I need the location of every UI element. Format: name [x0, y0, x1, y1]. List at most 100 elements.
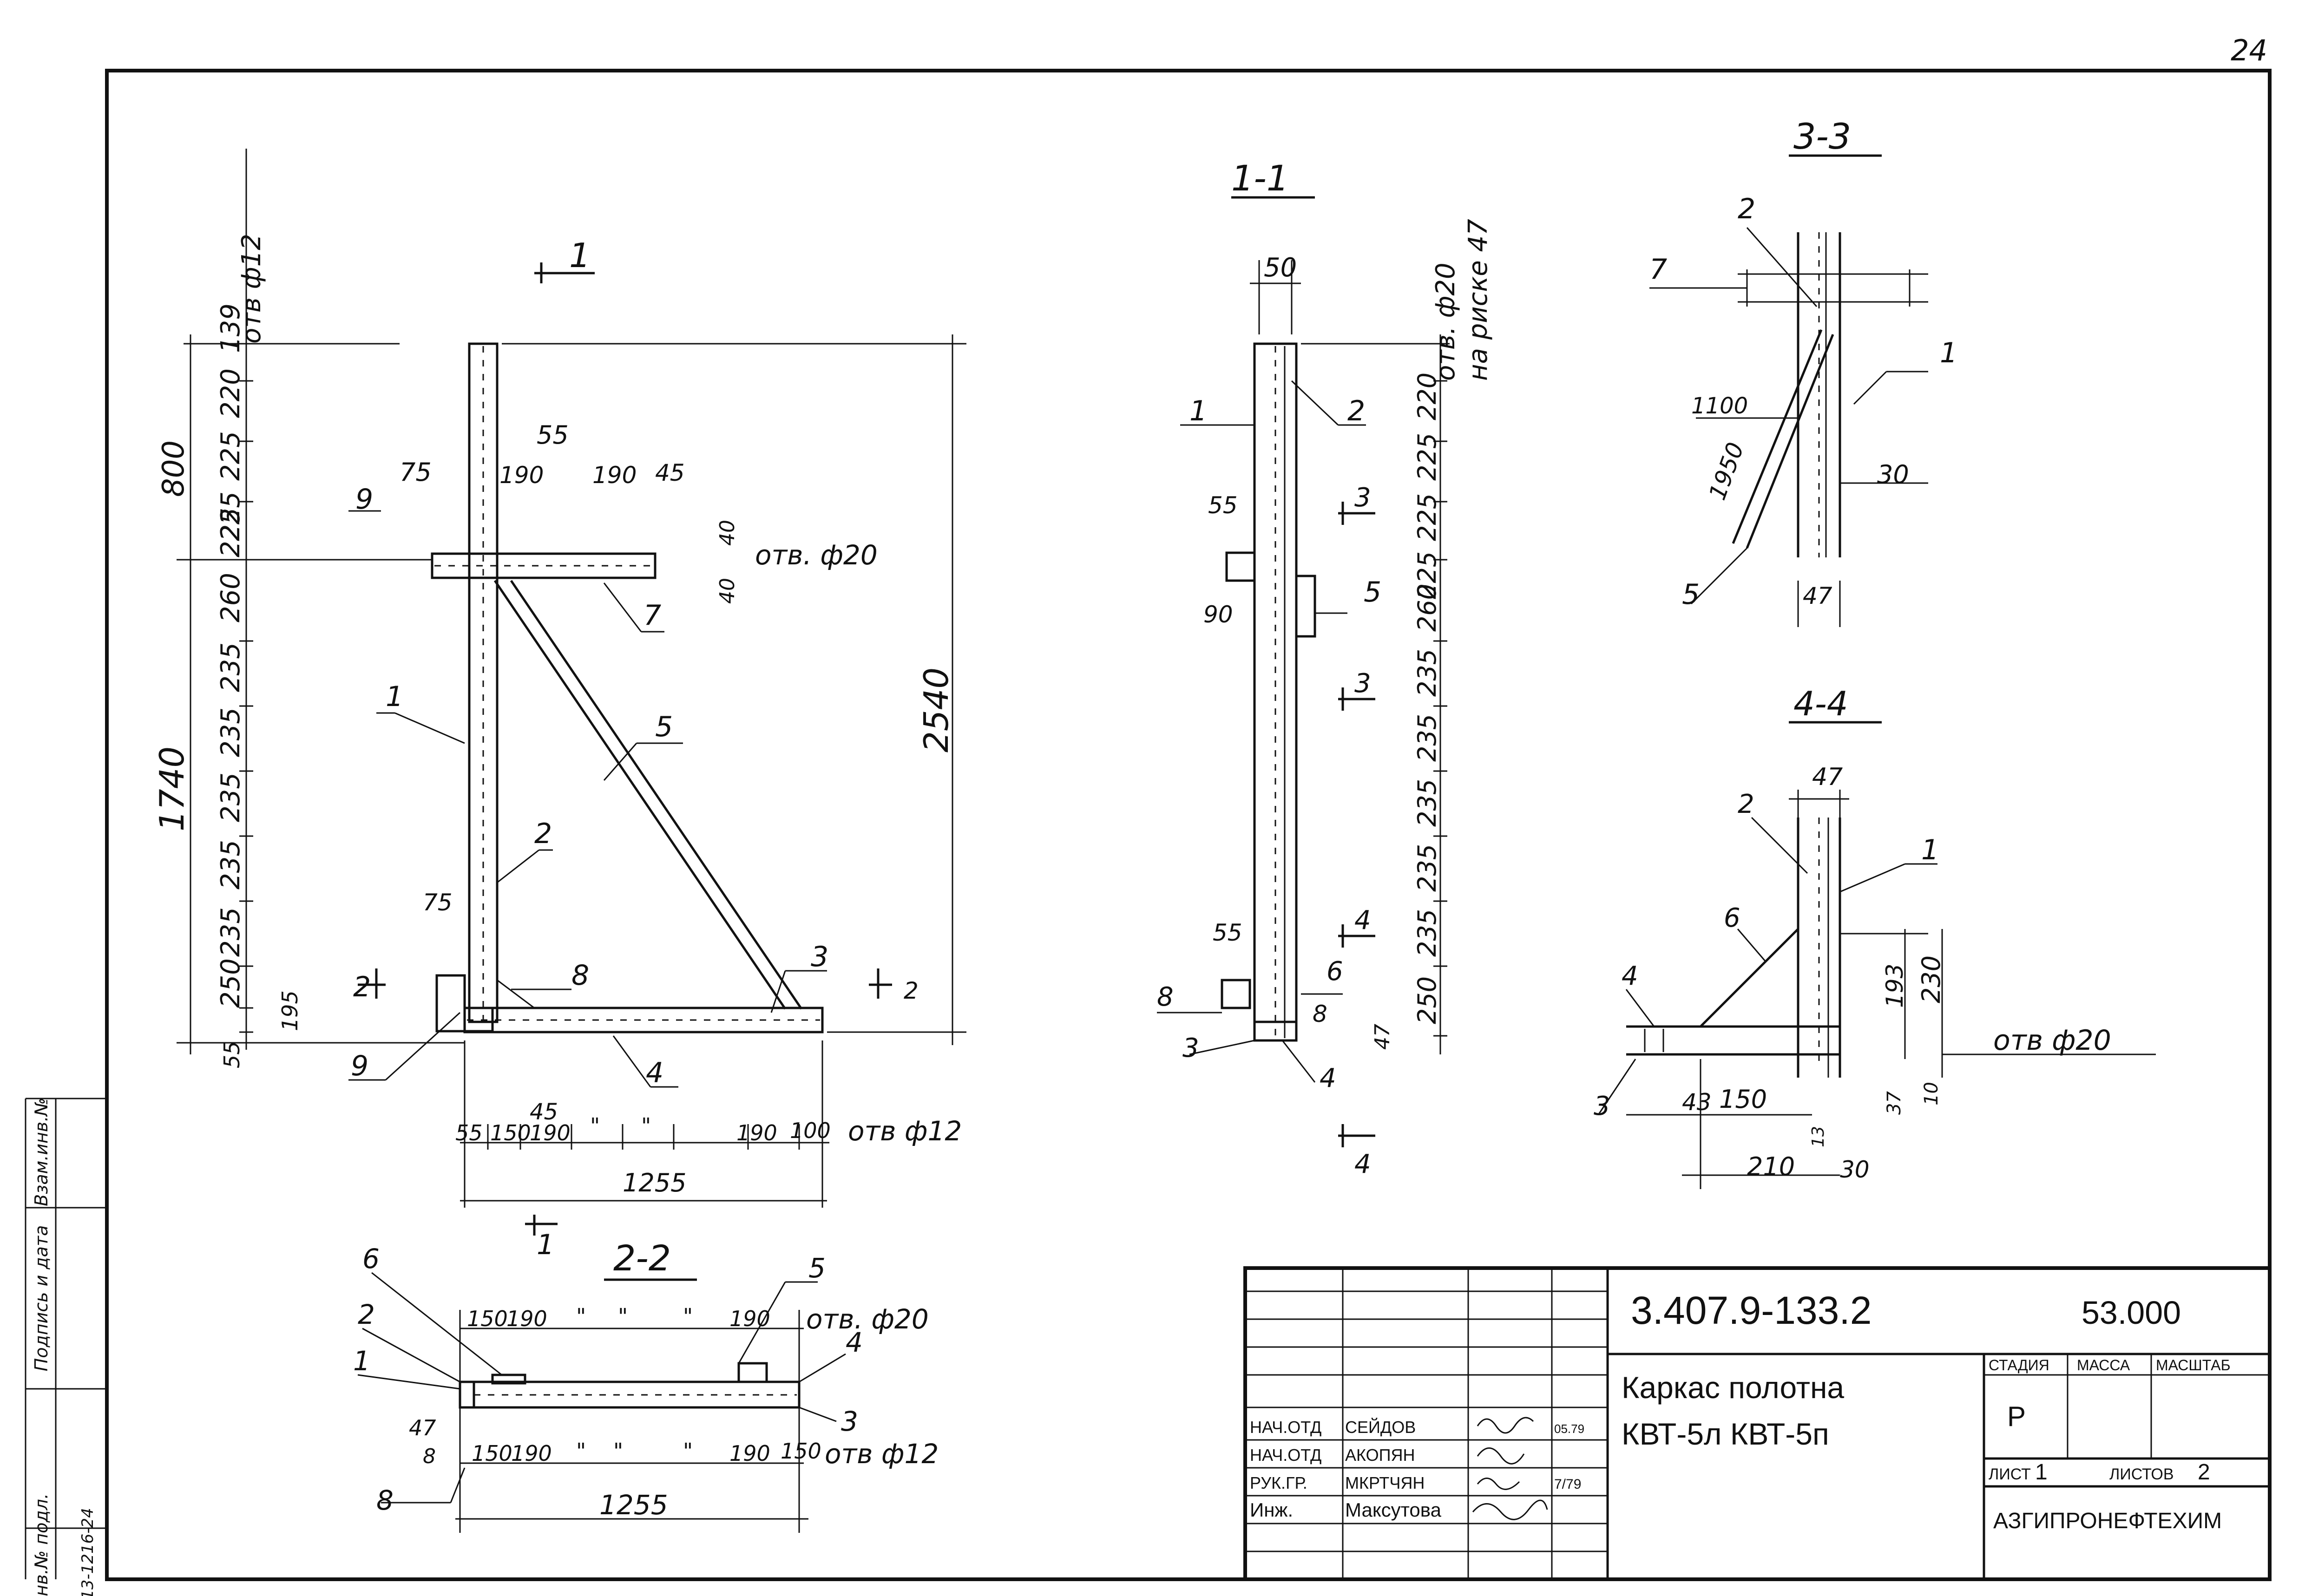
s11-dim-55b: 55: [1213, 919, 1242, 946]
dim-55-bottom: 55: [219, 1041, 244, 1068]
s11-dim-225a: 225: [1412, 433, 1442, 481]
s11-dim-235c: 235: [1412, 779, 1442, 827]
sheet-number: 1: [2035, 1460, 2048, 1485]
section-mark-2-right: 2: [904, 977, 919, 1004]
front-view: 1 1 2 2 139 220 225 225 225 260 235 235 …: [152, 149, 966, 1261]
s11-dim-225c: 225: [1412, 551, 1442, 599]
doc-number: 3.407.9-133.2: [1631, 1289, 1872, 1332]
dim-225c: 225: [216, 508, 246, 557]
s33-dim-1950: 1950: [1704, 439, 1749, 504]
section-2-2-title: 2-2: [613, 1237, 671, 1279]
s22-bot-dim-190: 190: [511, 1441, 552, 1466]
s11-dim-90: 90: [1203, 601, 1233, 628]
bottom-dim-100: 100: [790, 1118, 831, 1143]
s44-dim-37: 37: [1884, 1091, 1905, 1115]
dim-75-top: 75: [400, 458, 432, 487]
dim-40b: 40: [716, 578, 739, 604]
s11-dim-55a: 55: [1208, 492, 1238, 519]
s11-callout-4: 4: [1320, 1063, 1336, 1093]
stage-value: Р: [2007, 1401, 2026, 1432]
dim-235e: 235: [216, 907, 246, 957]
section-mark-1-top: 1: [569, 236, 591, 275]
signature-1: [1477, 1417, 1534, 1434]
s22-callout-2: 2: [358, 1299, 375, 1330]
dim-225b: 225: [216, 491, 246, 541]
bottom-dim-ditto2: ": [641, 1113, 651, 1138]
section-3-3: 3-3 1100 1950 30 47 2 7 1 5: [1649, 116, 1957, 627]
s44-callout-3: 3: [1594, 1091, 1610, 1121]
s11-hole-note-2: на риске 47: [1463, 219, 1493, 381]
front-callout-5: 5: [655, 711, 673, 743]
s33-callout-7: 7: [1649, 253, 1667, 286]
s22-bot-ditto2: ": [613, 1439, 623, 1464]
s33-callout-2: 2: [1738, 193, 1755, 225]
signature-2: [1477, 1447, 1525, 1465]
section-1-1-title: 1-1: [1231, 157, 1289, 199]
dim-190a: 190: [499, 462, 544, 489]
dim-45-bottom: 45: [530, 1099, 558, 1125]
s22-bot-ditto1: ": [576, 1439, 586, 1464]
s44-dim-230: 230: [1917, 955, 1946, 1003]
s11-callout-3: 3: [1182, 1033, 1199, 1063]
s22-bot-dim-150b: 150: [781, 1439, 821, 1464]
stamp-inv-number: 13-1216-24: [79, 1508, 97, 1596]
title-line-1: Каркас полотна: [1622, 1370, 1844, 1405]
dim-195: 195: [277, 990, 302, 1031]
sheet-frame: 24: [25, 33, 2272, 1581]
s11-cut-4a: 4: [1354, 905, 1371, 935]
dim-55: 55: [537, 420, 569, 450]
s44-dim-13: 13: [1809, 1126, 1828, 1147]
bottom-dim-ditto1: ": [590, 1113, 600, 1138]
front-callout-2: 2: [534, 818, 552, 850]
section-4-4-title: 4-4: [1793, 684, 1848, 723]
dim-800: 800: [157, 440, 191, 497]
col-stage: СТАДИЯ: [1989, 1357, 2049, 1374]
s33-dim-1100: 1100: [1691, 393, 1748, 419]
dim-2540: 2540: [917, 667, 956, 752]
s11-callout-5: 5: [1364, 576, 1381, 608]
sheet-label: ЛИСТ: [1989, 1465, 2031, 1483]
bottom-dim-55: 55: [455, 1120, 483, 1145]
s33-callout-1: 1: [1940, 337, 1957, 369]
s22-top-dim-150: 150: [467, 1306, 508, 1331]
s44-dim-150: 150: [1719, 1085, 1767, 1114]
stamp-inv-original: Инв.№ подл.: [31, 1493, 52, 1596]
section-4-4: 4-4 47 193 230 отв ф20 37 10 43 150 210 …: [1594, 684, 2156, 1189]
s22-callout-8: 8: [376, 1485, 394, 1516]
s11-dim-47: 47: [1371, 1024, 1394, 1050]
organization: АЗГИПРОНЕФТЕХИМ: [1993, 1509, 2222, 1533]
s33-dim-30: 30: [1877, 460, 1909, 489]
dim-235c: 235: [216, 772, 246, 822]
s22-dim-8: 8: [423, 1445, 436, 1468]
bottom-dim-190: 190: [530, 1120, 571, 1145]
title-block: 3.407.9-133.2 53.000 Каркас полотна КВТ-…: [1243, 1266, 2272, 1581]
staff-name-4: Максутова: [1345, 1499, 1442, 1521]
s11-dim-250: 250: [1412, 976, 1442, 1024]
bottom-dim-190b: 190: [736, 1120, 777, 1145]
s11-cut-3a: 3: [1354, 483, 1371, 513]
dim-220: 220: [216, 368, 246, 418]
s44-dim-47: 47: [1812, 763, 1843, 791]
col-scale: МАСШТАБ: [2156, 1357, 2231, 1374]
section-mark-2-left: 2: [353, 971, 371, 1003]
s44-dim-43: 43: [1682, 1089, 1712, 1116]
front-callout-7: 7: [644, 599, 661, 632]
dim-250: 250: [216, 958, 246, 1008]
s44-dim-30: 30: [1840, 1156, 1870, 1183]
s22-callout-1: 1: [353, 1345, 370, 1377]
s11-dim-260: 260: [1412, 584, 1442, 632]
col-mass: МАССА: [2077, 1357, 2130, 1374]
s44-callout-6: 6: [1724, 903, 1740, 933]
s11-dim-8: 8: [1313, 1001, 1327, 1027]
s33-dim-47: 47: [1803, 582, 1832, 609]
staff-role-1: НАЧ.ОТД: [1250, 1418, 1321, 1437]
s11-cut-4b: 4: [1354, 1149, 1371, 1179]
dim-40a: 40: [716, 520, 739, 546]
s11-callout-8: 8: [1157, 982, 1174, 1012]
signature-3: [1477, 1478, 1520, 1490]
s22-callout-6: 6: [362, 1243, 380, 1275]
staff-date-3: 7/79: [1554, 1477, 1581, 1492]
s44-dim-193: 193: [1881, 964, 1908, 1008]
section-1-1: 1-1 50 220 225 225 225 260 235 235 235: [1157, 157, 1493, 1179]
sheets-total: 2: [2198, 1460, 2210, 1485]
